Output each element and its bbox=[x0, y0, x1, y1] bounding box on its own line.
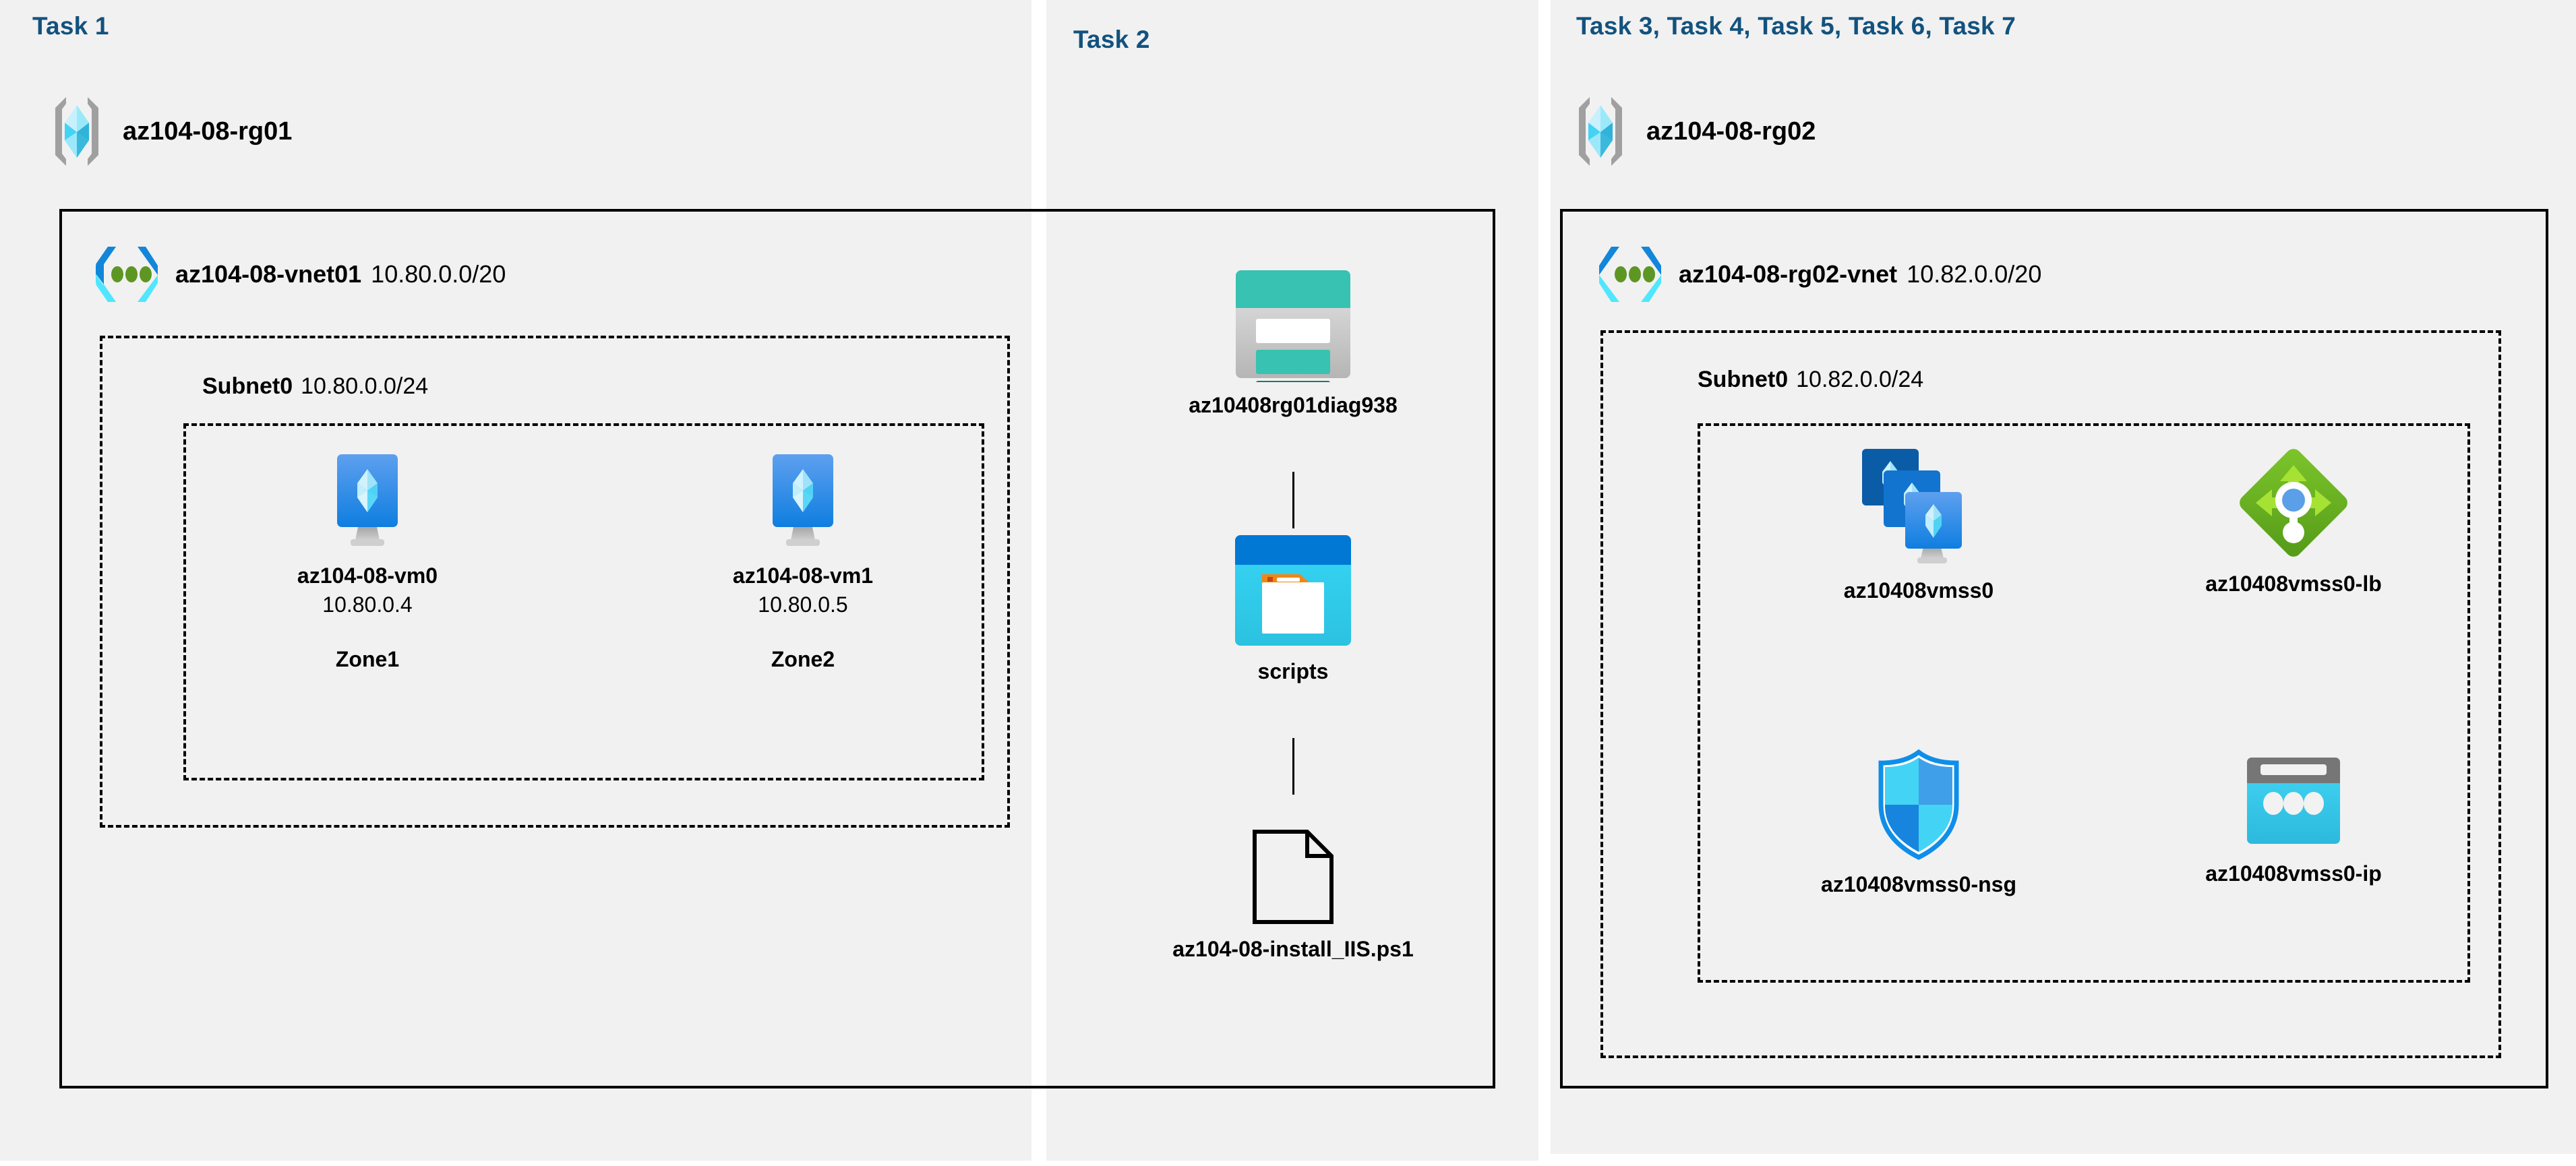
connector-storage-to-container bbox=[1292, 472, 1294, 528]
vnet-name-rg02vnet: az104-08-rg02-vnet bbox=[1679, 260, 1898, 288]
resource-group-icon bbox=[1572, 94, 1629, 168]
network-security-group-icon bbox=[1873, 748, 1965, 861]
vmss-name: az10408vmss0 bbox=[1843, 578, 1994, 603]
vnet-name-vnet01: az104-08-vnet01 bbox=[175, 260, 362, 288]
vm-node-vm0[interactable]: az104-08-vm0 10.80.0.4 Zone1 bbox=[270, 452, 465, 672]
load-balancer-icon bbox=[2236, 445, 2352, 561]
file-icon bbox=[1251, 828, 1336, 926]
virtual-network-icon bbox=[93, 244, 160, 305]
public-ip-address-icon bbox=[2244, 755, 2343, 851]
vm-zone-vm1: Zone2 bbox=[771, 647, 835, 671]
resource-group-icon bbox=[49, 94, 105, 168]
virtual-machine-icon bbox=[328, 452, 407, 553]
subnet-name-rg02vnet: Subnet0 bbox=[1698, 367, 1789, 392]
storage-account-node[interactable]: az10408rg01diag938 bbox=[1146, 266, 1440, 418]
vnet-label-group-rg02: az104-08-rg02-vnet 10.82.0.0/20 bbox=[1679, 260, 2041, 288]
connector-container-to-file bbox=[1292, 738, 1294, 795]
storage-account-icon bbox=[1230, 266, 1356, 382]
public-ip-name: az10408vmss0-ip bbox=[2205, 861, 2382, 886]
vnet-cidr-rg02vnet: 10.82.0.0/20 bbox=[1907, 260, 2042, 288]
file-name: az104-08-install_IIS.ps1 bbox=[1172, 937, 1414, 961]
vnet-header-rg02vnet: az104-08-rg02-vnet 10.82.0.0/20 bbox=[1596, 244, 2041, 305]
resource-group-rg01-label: az104-08-rg01 bbox=[123, 117, 293, 146]
vm-scale-set-icon bbox=[1858, 445, 1979, 567]
task-label-task3to7: Task 3, Task 4, Task 5, Task 6, Task 7 bbox=[1576, 12, 2016, 40]
vm-ip-vm0: 10.80.0.4 bbox=[322, 592, 413, 617]
vm-node-vm1[interactable]: az104-08-vm1 10.80.0.5 Zone2 bbox=[705, 452, 901, 672]
panel-task1 bbox=[0, 0, 1031, 1161]
resource-group-box-rg02vnet bbox=[1698, 423, 2470, 983]
public-ip-node[interactable]: az10408vmss0-ip bbox=[2152, 755, 2435, 886]
vm-name-vm1: az104-08-vm1 bbox=[732, 563, 874, 588]
task-label-task2: Task 2 bbox=[1073, 26, 1150, 53]
vnet-box-rg02vnet bbox=[1560, 209, 2548, 1088]
subnet-header-vnet01-subnet0: Subnet0 10.80.0.0/24 bbox=[202, 373, 428, 400]
subnet-name-vnet01: Subnet0 bbox=[202, 373, 293, 399]
vm-name-vm0: az104-08-vm0 bbox=[297, 563, 438, 588]
blob-container-node[interactable]: scripts bbox=[1146, 532, 1440, 684]
vnet-label-group: az104-08-vnet01 10.80.0.0/20 bbox=[175, 260, 506, 288]
vm-ip-vm1: 10.80.0.5 bbox=[758, 592, 848, 617]
storage-account-name: az10408rg01diag938 bbox=[1189, 393, 1398, 417]
load-balancer-name: az10408vmss0-lb bbox=[2205, 572, 2382, 596]
vnet-box-vnet01 bbox=[59, 209, 1495, 1088]
panel-task3to7 bbox=[1551, 0, 2576, 1154]
subnet-box-rg02vnet-subnet0 bbox=[1600, 330, 2501, 1058]
subnet-box-vnet01-subnet0 bbox=[100, 336, 1010, 828]
vm-zone-vm0: Zone1 bbox=[335, 647, 400, 671]
resource-group-rg01[interactable]: az104-08-rg01 bbox=[49, 94, 292, 168]
vmss-node[interactable]: az10408vmss0 bbox=[1777, 445, 2060, 603]
subnet-header-rg02vnet-subnet0: Subnet0 10.82.0.0/24 bbox=[1698, 367, 1923, 393]
virtual-network-icon bbox=[1596, 244, 1664, 305]
vm-group-box-vnet01 bbox=[183, 423, 984, 780]
resource-group-rg02-label: az104-08-rg02 bbox=[1646, 117, 1816, 146]
task-label-task1: Task 1 bbox=[32, 12, 109, 40]
file-node[interactable]: az104-08-install_IIS.ps1 bbox=[1106, 828, 1480, 962]
virtual-machine-icon bbox=[763, 452, 843, 553]
nsg-node[interactable]: az10408vmss0-nsg bbox=[1777, 748, 2060, 897]
vnet-header-vnet01: az104-08-vnet01 10.80.0.0/20 bbox=[93, 244, 506, 305]
blob-container-icon bbox=[1232, 532, 1354, 648]
subnet-cidr-rg02vnet: 10.82.0.0/24 bbox=[1796, 367, 1924, 392]
load-balancer-node[interactable]: az10408vmss0-lb bbox=[2152, 445, 2435, 596]
subnet-cidr-vnet01: 10.80.0.0/24 bbox=[301, 373, 429, 399]
vnet-cidr-vnet01: 10.80.0.0/20 bbox=[371, 260, 506, 288]
blob-container-name: scripts bbox=[1257, 659, 1329, 683]
nsg-name: az10408vmss0-nsg bbox=[1821, 872, 2016, 896]
resource-group-rg02[interactable]: az104-08-rg02 bbox=[1572, 94, 1816, 168]
